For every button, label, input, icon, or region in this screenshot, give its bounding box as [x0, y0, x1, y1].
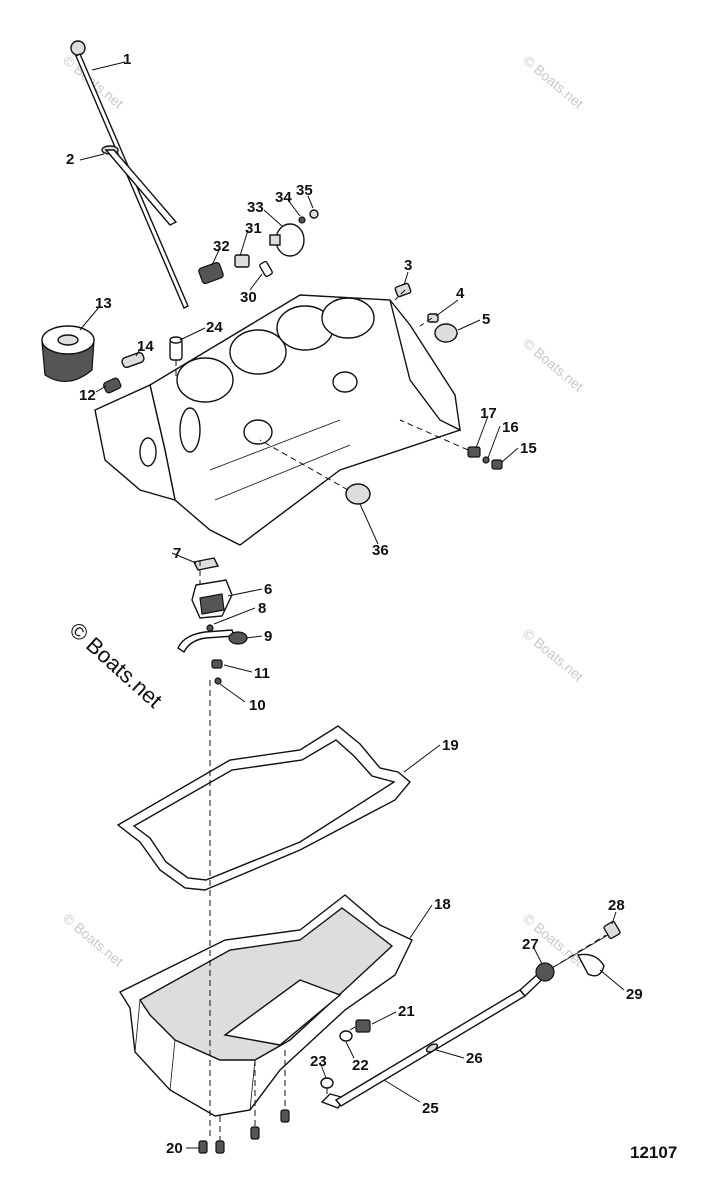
leader-lines [79, 61, 625, 1149]
watermark-top-left: © Boats.net [60, 52, 127, 111]
watermark-large: © Boats.net [65, 617, 167, 713]
part-fitting-12 [103, 377, 122, 394]
callout-31: 31 [245, 220, 262, 237]
callout-14: 14 [137, 338, 154, 355]
callout-33: 33 [247, 199, 264, 216]
callout-29: 29 [626, 986, 643, 1003]
part-engine-block [94, 294, 461, 546]
callout-19: 19 [442, 737, 459, 754]
callout-16: 16 [502, 419, 519, 436]
callout-34: 34 [275, 189, 292, 206]
callout-6: 6 [264, 581, 272, 598]
figure-number: 12107 [630, 1143, 677, 1162]
callout-21: 21 [398, 1003, 415, 1020]
part-sleeve-24 [169, 336, 183, 361]
part-cup-plug-5 [434, 323, 458, 343]
part-sensor-assembly [198, 209, 319, 285]
part-oil-pan [118, 894, 413, 1117]
callout-labels: 1 2 3 4 5 6 7 8 9 10 11 12 13 14 15 16 1… [66, 51, 643, 1157]
callout-26: 26 [466, 1050, 483, 1067]
part-pin-14 [121, 351, 145, 369]
callout-7: 7 [173, 545, 181, 562]
callout-22: 22 [352, 1057, 369, 1074]
callout-8: 8 [258, 600, 266, 617]
callout-5: 5 [482, 311, 490, 328]
callout-28: 28 [608, 897, 625, 914]
callout-20: 20 [166, 1140, 183, 1157]
part-fittings-15-17 [467, 446, 503, 470]
callout-32: 32 [213, 238, 230, 255]
callout-9: 9 [264, 628, 272, 645]
callout-11: 11 [254, 665, 270, 682]
watermark-mid-right: © Boats.net [520, 335, 587, 394]
part-dipstick-tube [101, 145, 178, 226]
callout-24: 24 [206, 319, 223, 336]
callout-15: 15 [520, 440, 537, 457]
callout-3: 3 [404, 257, 412, 274]
callout-35: 35 [296, 182, 313, 199]
watermark-top-right: © Boats.net [520, 52, 587, 111]
callout-17: 17 [480, 405, 497, 422]
part-oil-pan-gasket [116, 725, 411, 891]
guide-lines [175, 289, 607, 1141]
part-oil-filter [41, 325, 95, 382]
part-cup-plug-36 [345, 483, 371, 505]
callout-12: 12 [79, 387, 96, 404]
callout-13: 13 [95, 295, 112, 312]
watermark-bottom-left: © Boats.net [60, 910, 127, 969]
callout-18: 18 [434, 896, 451, 913]
callout-1: 1 [123, 51, 131, 68]
callout-23: 23 [310, 1053, 327, 1070]
callout-4: 4 [456, 285, 465, 302]
callout-36: 36 [372, 542, 389, 559]
callout-30: 30 [240, 289, 257, 306]
callout-10: 10 [249, 697, 266, 714]
callout-27: 27 [522, 936, 539, 953]
part-oil-pump [177, 557, 248, 685]
part-o-ring [320, 1077, 334, 1089]
part-drain-plug [339, 1019, 371, 1042]
part-plug-3 [394, 282, 412, 298]
part-sender-harness [535, 920, 621, 982]
callout-25: 25 [422, 1100, 439, 1117]
callout-2: 2 [66, 151, 74, 168]
part-plug-4 [427, 313, 439, 323]
part-bolts-20 [198, 1109, 290, 1154]
watermark-lower-right: © Boats.net [520, 625, 587, 684]
